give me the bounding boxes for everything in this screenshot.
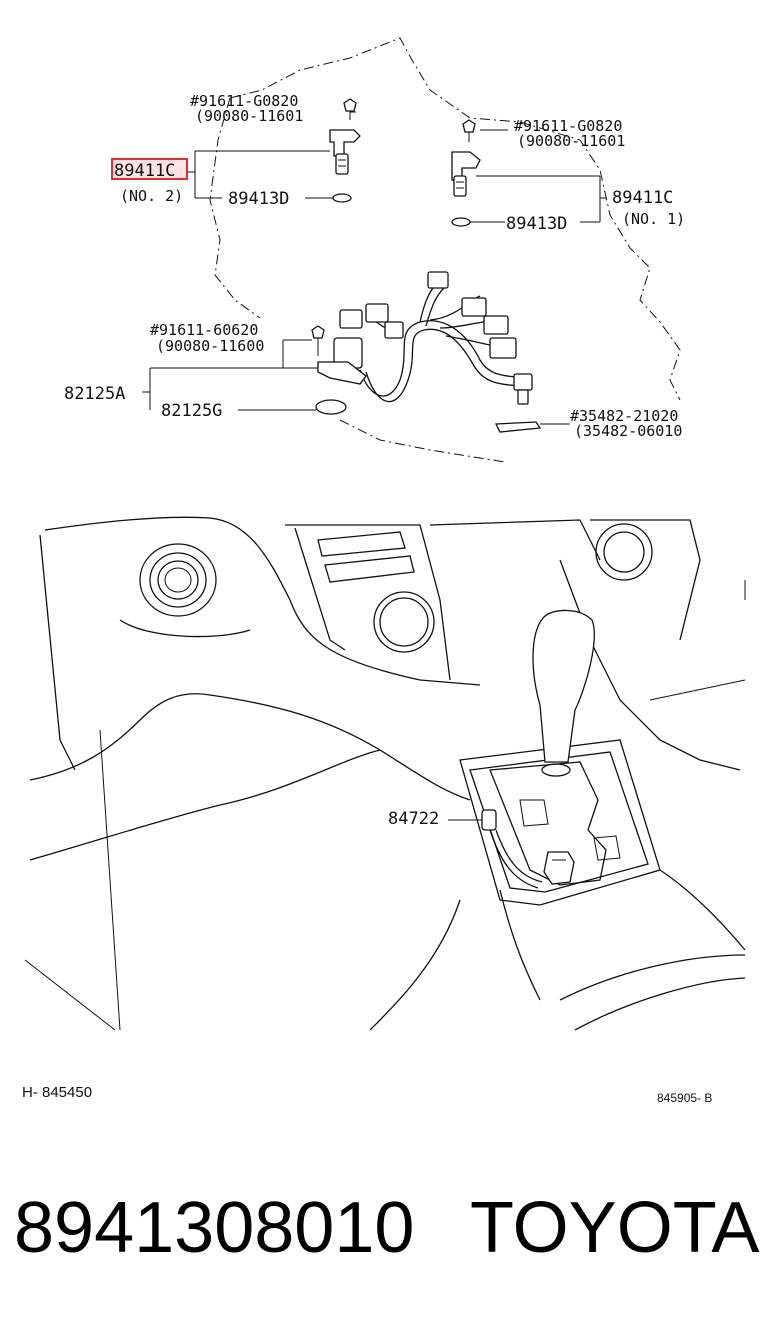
selected-part-highlight (111, 158, 188, 180)
bolt-mid-label: #91611-60620 (150, 321, 258, 339)
sensor-no2-name-label: (NO. 2) (120, 187, 183, 205)
switch-label[interactable]: 84722 (388, 809, 439, 829)
speed-sensor-no1 (451, 119, 481, 227)
transmission-outline (209, 37, 681, 463)
footer-part-number: 8941308010 (14, 1188, 415, 1268)
bolt-top-left-alt-label: (90080-11601 (195, 107, 303, 125)
clamp-label: #35482-21020 (570, 407, 678, 425)
console-drawing (24, 516, 746, 1031)
oring-right-label[interactable]: 89413D (506, 214, 567, 234)
harness-label[interactable]: 82125A (64, 384, 125, 404)
bolt-top-right-alt-label: (90080-11601 (517, 132, 625, 150)
leader-lines-upper (142, 111, 606, 425)
sensor-no1-code-label[interactable]: 89411C (612, 188, 673, 208)
bolt-top-right-label: #91611-G0820 (514, 117, 622, 135)
sensor-no1-name-label: (NO. 1) (622, 210, 685, 228)
wire-harness (311, 271, 542, 433)
ref-right-label: 845905- B (657, 1091, 712, 1105)
oring-left-label[interactable]: 89413D (228, 189, 289, 209)
grommet-label[interactable]: 82125G (161, 401, 222, 421)
speed-sensor-no2 (329, 98, 361, 203)
bolt-top-left-label: #91611-G0820 (190, 92, 298, 110)
bolt-mid-alt-label: (90080-11600 (156, 337, 264, 355)
footer-brand: TOYOTA (470, 1188, 760, 1268)
ref-left-label: H- 845450 (22, 1084, 92, 1101)
clamp-alt-label: (35482-06010 (574, 422, 682, 440)
sensor-no2-code-label[interactable]: 89411C (114, 161, 175, 181)
